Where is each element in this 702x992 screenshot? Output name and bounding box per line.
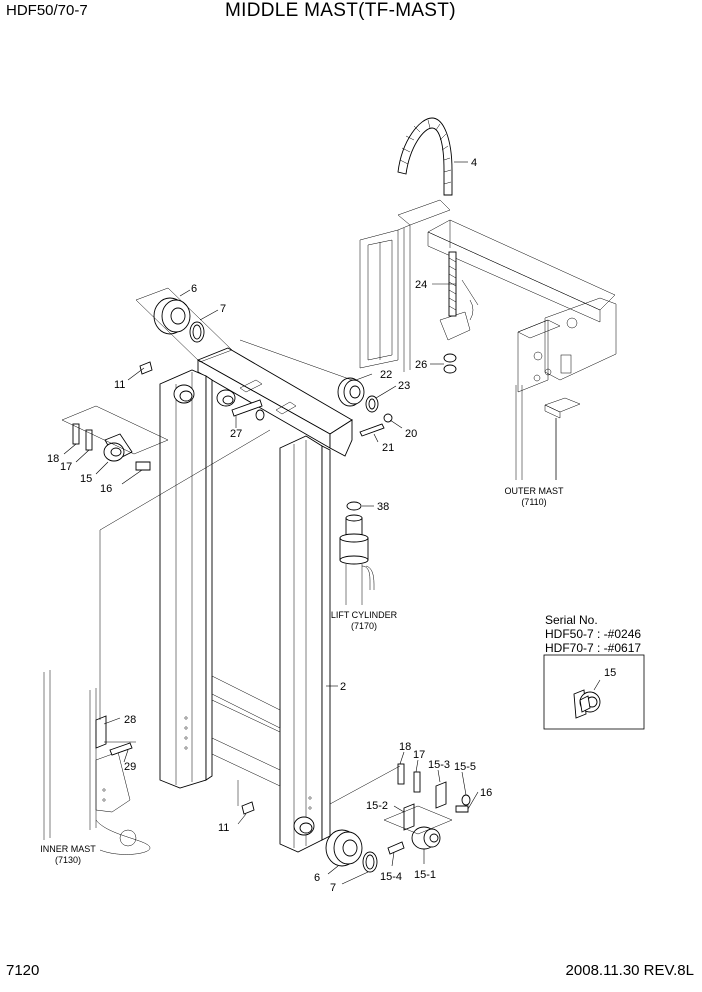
middle-mast-frame-part-2	[159, 347, 353, 853]
clip-part-11-upper	[139, 361, 153, 375]
callout-28: 28	[124, 714, 136, 726]
serial-title: Serial No.	[545, 613, 598, 627]
callout-29: 29	[124, 761, 136, 773]
bracket-part-15-3	[435, 781, 447, 809]
callout-15-4: 15-4	[380, 871, 402, 883]
bracket-part-15-2	[403, 803, 415, 831]
lower-roller-axis-guide	[383, 805, 453, 835]
bolt-part-15-4	[387, 841, 405, 855]
shim-part-18-lower	[397, 763, 405, 785]
callout-17-lower: 17	[413, 749, 425, 761]
outer-mast-code: (7110)	[521, 497, 546, 507]
shim-part-17-lower	[413, 771, 421, 793]
callout-16-lower: 16	[480, 787, 492, 799]
roller-bearing-part-6-bottom	[325, 829, 363, 867]
side-roller-axis-guide-upper	[61, 405, 169, 455]
callout-22: 22	[380, 369, 392, 381]
callout-11-lower: 11	[218, 822, 229, 834]
callout-24: 24	[415, 279, 427, 291]
callout-16-upper: 16	[100, 483, 112, 495]
callout-15-2: 15-2	[366, 800, 388, 812]
leader-lines	[63, 161, 557, 885]
callout-labels: 4 24 26 6 7 11 22 23 27 20 21 18 17 15 1…	[47, 157, 492, 894]
outer-mast-drawing	[359, 199, 617, 480]
callout-7-bottom: 7	[330, 882, 336, 894]
callout-15-upper: 15	[80, 473, 92, 485]
bolt-part-16-lower	[455, 805, 469, 813]
callout-20: 20	[405, 428, 417, 440]
callout-7-top: 7	[220, 303, 226, 315]
callout-38: 38	[377, 501, 389, 513]
callout-15-1: 15-1	[414, 869, 436, 881]
bolt-part-27	[231, 399, 265, 421]
serial-number-inset: Serial No. HDF50-7 : -#0246 HDF70-7 : -#…	[543, 613, 645, 730]
shim-part-18-upper	[72, 423, 80, 445]
page-title: MIDDLE MAST(TF-MAST)	[225, 0, 456, 21]
roller-part-15-1	[411, 826, 441, 850]
inner-mast-code: (7130)	[55, 855, 81, 865]
inner-mast-drawing	[43, 670, 151, 855]
outer-mast-label: OUTER MAST	[504, 486, 564, 496]
callout-18-lower: 18	[399, 741, 411, 753]
callout-4: 4	[471, 157, 477, 169]
chain-part-4	[397, 117, 453, 196]
callout-6-top: 6	[191, 283, 197, 295]
callout-15-3: 15-3	[428, 759, 450, 771]
nut-part-26	[443, 353, 457, 374]
roller-bearing-part-6-top	[153, 297, 191, 335]
callout-17-upper: 17	[60, 461, 72, 473]
pin-part-21	[359, 423, 385, 437]
side-roller-assembly-part-15-upper	[103, 433, 133, 462]
callout-18-upper: 18	[47, 453, 59, 465]
snap-ring-part-23	[365, 395, 379, 413]
serial-line-2: HDF70-7 : -#0617	[545, 641, 641, 655]
callout-6-bottom: 6	[314, 872, 320, 884]
callout-26: 26	[415, 359, 427, 371]
inner-mast-label: INNER MAST	[40, 844, 96, 854]
callout-2: 2	[340, 681, 346, 693]
side-roller-part-15-inset	[573, 689, 601, 719]
serial-line-1: HDF50-7 : -#0246	[545, 627, 641, 641]
bearing-axis-guide-top	[135, 287, 233, 363]
washer-part-15-5	[461, 794, 471, 806]
snap-ring-part-7-bottom	[362, 851, 378, 873]
reference-labels: OUTER MAST (7110) LIFT CYLINDER (7170) I…	[40, 486, 564, 865]
callout-15-inset: 15	[604, 667, 616, 679]
callout-11-upper: 11	[114, 379, 125, 391]
roller-bearing-part-22	[337, 377, 365, 407]
callout-21: 21	[382, 442, 394, 454]
page-number: 7120	[6, 962, 40, 979]
callout-27: 27	[230, 428, 242, 440]
serial-inset-box	[543, 654, 645, 730]
lift-cylinder-code: (7170)	[351, 621, 377, 631]
revision-date: 2008.11.30 REV.8L	[565, 962, 694, 979]
lift-cylinder-drawing	[339, 501, 375, 605]
callout-15-5: 15-5	[454, 761, 476, 773]
model-number: HDF50/70-7	[6, 2, 88, 19]
callout-23: 23	[398, 380, 410, 392]
clip-part-11-lower	[241, 801, 255, 815]
lift-cylinder-label: LIFT CYLINDER	[331, 610, 398, 620]
bolt-part-16-upper	[135, 461, 151, 471]
snap-ring-part-7-top	[189, 321, 205, 343]
